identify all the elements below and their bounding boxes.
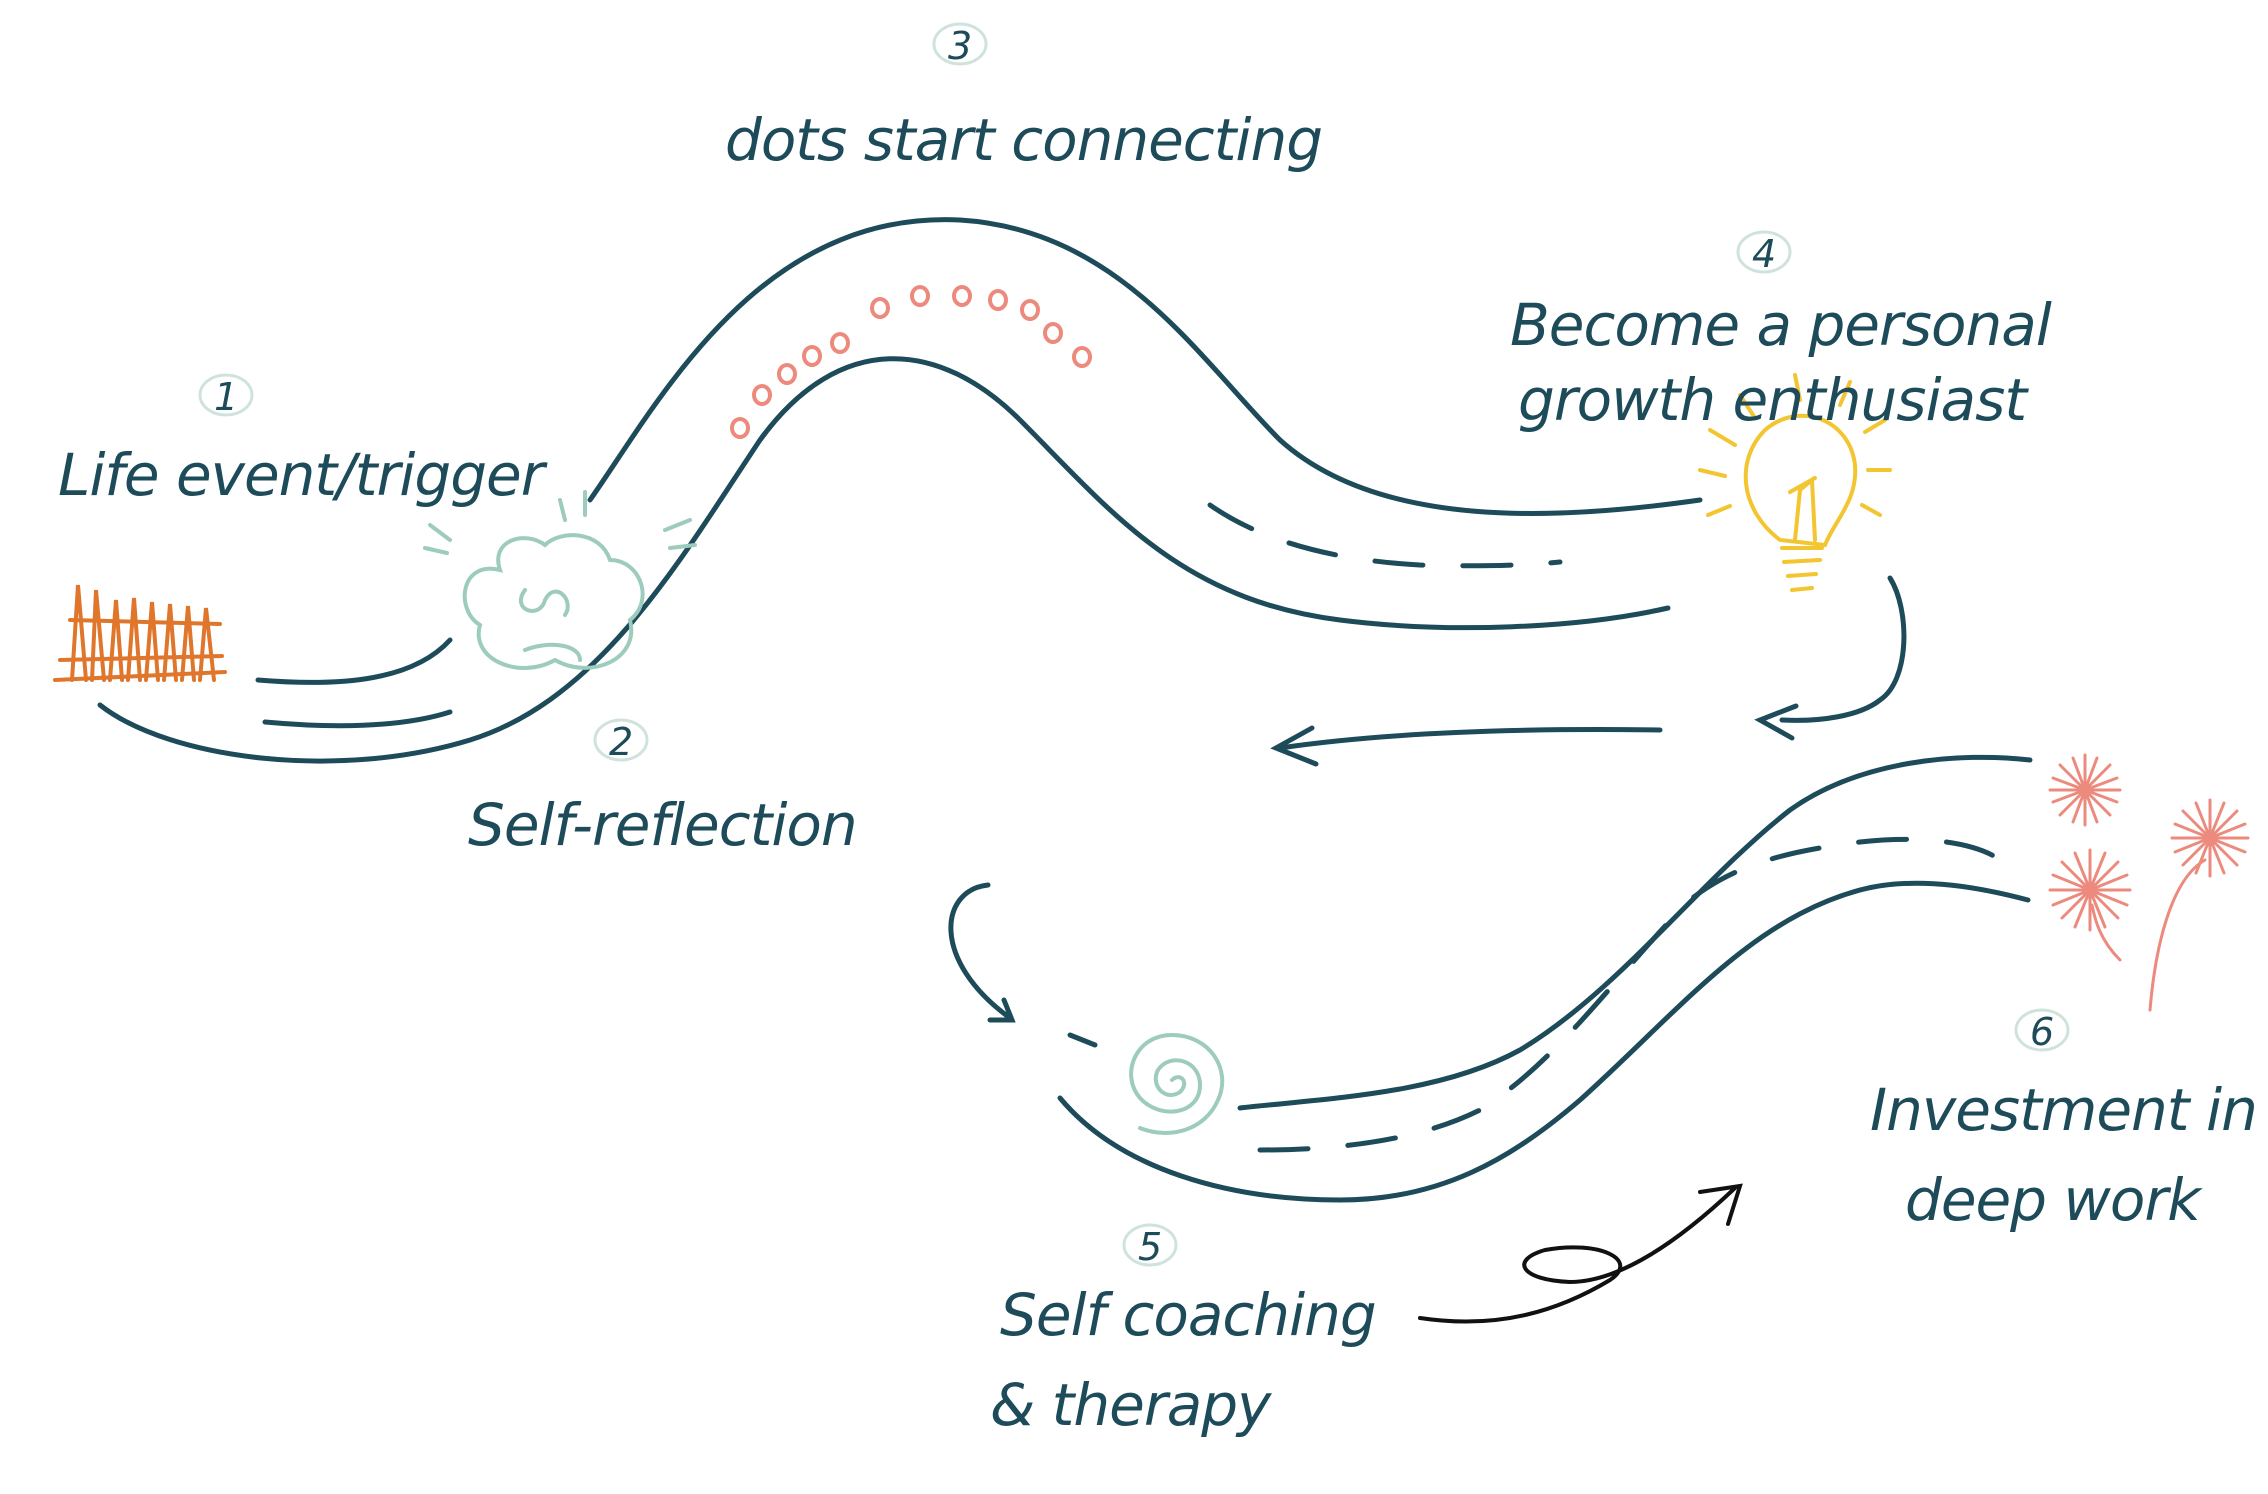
- step-4-label-line-1: Become a personal: [1510, 291, 2052, 359]
- fireworks-icon: [2048, 753, 2250, 1012]
- step-5-label-line-1: Self coaching: [1000, 1281, 1376, 1349]
- step-4-label-line-2: growth enthusiast: [1518, 366, 2029, 434]
- step-4-number: 4: [1752, 232, 1776, 276]
- step-2-label: Self-reflection: [468, 791, 857, 859]
- dot-trail-icon: [730, 285, 1092, 439]
- step-5-number: 5: [1138, 1225, 1162, 1269]
- number-5-circle: [1122, 1223, 1178, 1267]
- number-3-circle: [932, 22, 988, 66]
- number-4-circle: [1736, 230, 1792, 274]
- number-2-circle: [593, 718, 649, 762]
- scribble-fence-icon: [53, 584, 227, 682]
- lightbulb-icon: [1698, 373, 1892, 592]
- step-2-number: 2: [609, 720, 633, 764]
- brain-icon: [423, 490, 697, 670]
- spiral-icon: [1129, 1032, 1225, 1135]
- step-6-label-line-1: Investment in: [1870, 1076, 2257, 1144]
- return-arrow: [1270, 575, 1907, 767]
- step-5-label-line-2: & therapy: [990, 1371, 1272, 1439]
- forward-squiggle-arrow: [1418, 1183, 1743, 1324]
- step-1-number: 1: [214, 375, 238, 419]
- step-3-label: dots start connecting: [725, 106, 1322, 174]
- step-1-label: Life event/trigger: [58, 441, 548, 509]
- step-6-label-line-2: deep work: [1905, 1166, 2203, 1234]
- road-upper: [97, 217, 1703, 764]
- step-3-number: 3: [948, 24, 972, 68]
- number-1-circle: [198, 373, 254, 417]
- road-lower: [948, 754, 2033, 1203]
- number-6-circle: [2014, 1008, 2070, 1052]
- step-6-number: 6: [2030, 1010, 2054, 1054]
